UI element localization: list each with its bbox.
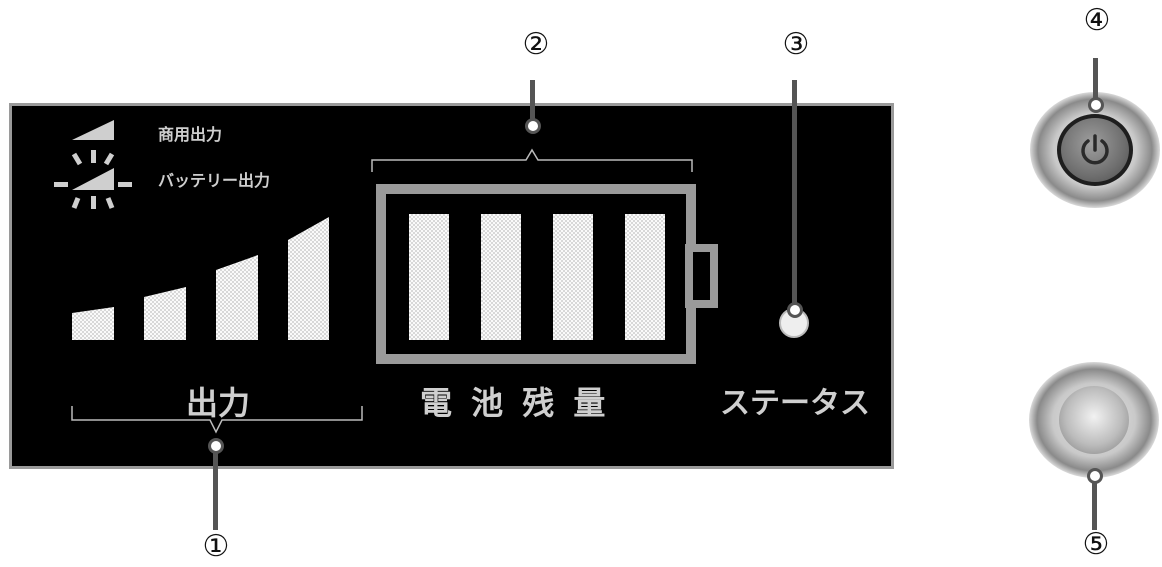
leader-dot-5 bbox=[1087, 468, 1103, 484]
callout-number-2: ② bbox=[522, 27, 550, 62]
battery-cell-2 bbox=[481, 214, 521, 340]
legend-ac-output-label: 商用出力 bbox=[158, 125, 223, 144]
battery-cell-4 bbox=[625, 214, 665, 340]
output-label: 出力 bbox=[186, 384, 251, 422]
indicator-panel bbox=[9, 103, 894, 469]
leader-line-3 bbox=[792, 80, 797, 308]
output-level-bar-1 bbox=[72, 307, 114, 340]
output-level-bar-4 bbox=[288, 217, 329, 340]
callout-number-1: ① bbox=[202, 529, 230, 564]
leader-line-5 bbox=[1092, 478, 1097, 530]
callout-number-4: ④ bbox=[1083, 3, 1111, 38]
leader-line-1 bbox=[213, 446, 218, 530]
leader-dot-1 bbox=[208, 438, 224, 454]
battery-level-label: 電 池 残 量 bbox=[420, 384, 610, 422]
battery-bracket bbox=[371, 148, 693, 172]
battery-cell-1 bbox=[409, 214, 449, 340]
secondary-button[interactable] bbox=[1029, 362, 1159, 478]
leader-dot-2 bbox=[525, 118, 541, 134]
ac-output-wedge-icon bbox=[72, 120, 114, 140]
power-icon bbox=[1081, 134, 1109, 165]
battery-output-blinking-icon bbox=[54, 150, 132, 209]
battery-outline-icon bbox=[376, 184, 718, 364]
status-label: ステータス bbox=[720, 386, 870, 421]
leader-line-2 bbox=[530, 80, 535, 128]
power-button-face bbox=[1057, 114, 1133, 186]
legend-battery-output-label: バッテリー出力 bbox=[158, 171, 271, 190]
leader-dot-3 bbox=[787, 302, 803, 318]
secondary-button-face bbox=[1059, 386, 1129, 454]
output-level-bar-2 bbox=[144, 287, 186, 340]
callout-number-3: ③ bbox=[782, 27, 810, 62]
output-bracket bbox=[71, 406, 363, 434]
leader-dot-4 bbox=[1088, 97, 1104, 113]
leader-line-4 bbox=[1093, 58, 1098, 106]
callout-number-5: ⑤ bbox=[1082, 527, 1110, 562]
battery-cell-3 bbox=[553, 214, 593, 340]
output-level-bar-3 bbox=[216, 255, 258, 340]
output-level-meter bbox=[72, 217, 329, 340]
